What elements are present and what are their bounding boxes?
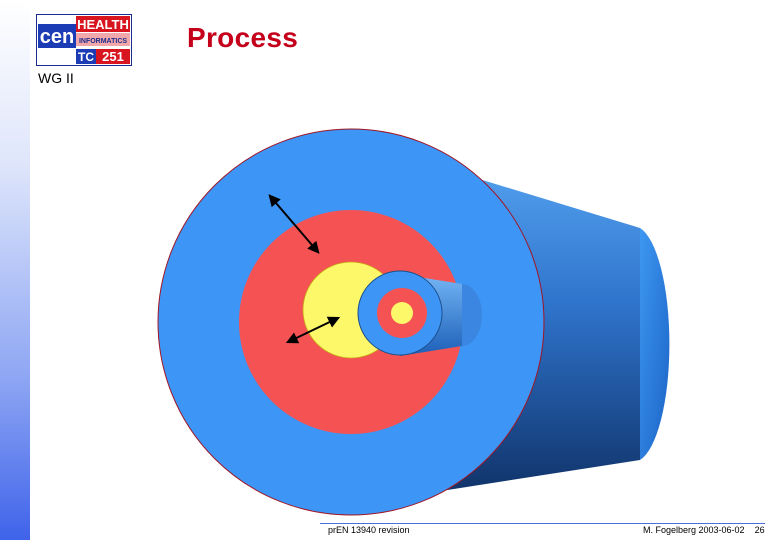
- cen-tc251-logo: cen HEALTH INFORMATICS TC 251: [36, 14, 132, 66]
- logo-tc-number: 251: [102, 49, 124, 64]
- radius-arrow-inner: [285, 316, 341, 344]
- footer-document-label: prEN 13940 revision: [328, 525, 410, 535]
- page-number: 26: [754, 525, 765, 535]
- footer-author-date-text: M. Fogelberg 2003-06-02: [643, 525, 745, 535]
- logo-tc-text: TC: [78, 50, 94, 64]
- logo-health-text: HEALTH: [77, 17, 129, 32]
- logo-org-text: cen: [40, 26, 74, 48]
- footer-rule: [320, 523, 765, 538]
- small-inner-disc: [391, 302, 413, 324]
- logo-informatics-text: INFORMATICS: [79, 38, 127, 45]
- outer-cylinder-end-cap: [640, 228, 670, 460]
- cen-tc251-logo-graphic: cen HEALTH INFORMATICS TC 251: [36, 14, 132, 66]
- footer-author-date: M. Fogelberg 2003-06-02 26: [643, 525, 765, 535]
- left-gradient-strip: [0, 0, 30, 540]
- small-cylinder-end-cap: [462, 284, 482, 346]
- slide-title: Process: [187, 22, 299, 53]
- radius-arrow-outer: [268, 194, 320, 254]
- working-group-label: WG II: [38, 70, 74, 86]
